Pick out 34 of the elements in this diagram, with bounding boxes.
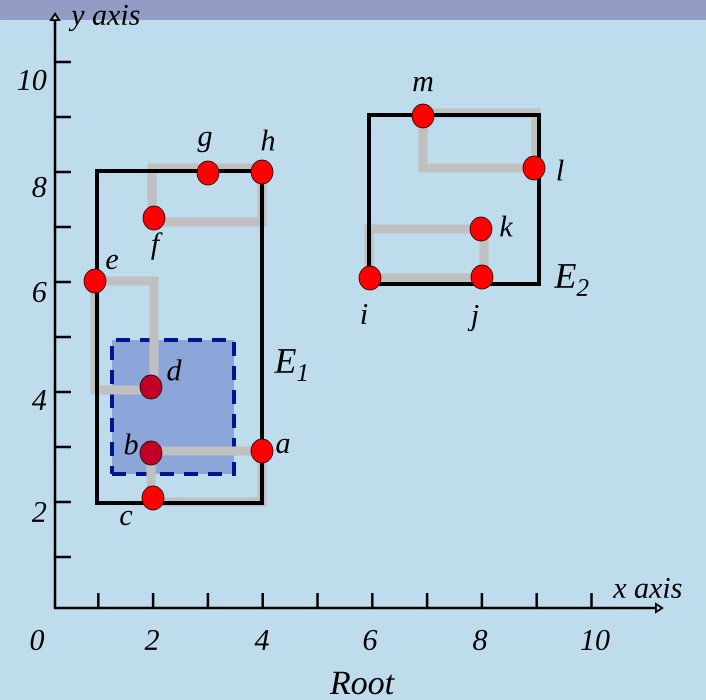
tick-label: 6 — [364, 630, 378, 650]
axis-label: y axis — [68, 4, 140, 32]
tick-label: 4 — [254, 630, 269, 650]
grouping-rectangle — [148, 164, 266, 226]
point-label: d — [167, 359, 182, 381]
rectangle-label: E$_{1}$ — [274, 349, 306, 381]
point-label: l — [557, 160, 564, 180]
point-label: j — [468, 304, 478, 332]
tick-label: 0 — [30, 630, 44, 650]
tick-label: 10 — [581, 630, 610, 650]
point-label: e — [106, 254, 118, 270]
grouping-rectangle — [90, 276, 158, 394]
grouping-rectangle — [418, 108, 540, 172]
point-label: k — [500, 216, 514, 236]
tick-label: 6 — [33, 282, 47, 302]
point-label: c — [120, 510, 132, 526]
rectangle-label: E$_{2}$ — [554, 264, 588, 296]
grouping-rectangle — [146, 446, 266, 506]
point-label: h — [262, 130, 274, 150]
point-label: b — [124, 433, 138, 455]
point-label: m — [413, 76, 433, 92]
tick-label: 10 — [18, 70, 46, 90]
grouping-rectangle — [364, 224, 488, 282]
point-label: f — [151, 232, 163, 260]
tick-label: 4 — [32, 390, 46, 410]
axis-label: x axis — [612, 578, 682, 598]
point-label: i — [362, 304, 368, 324]
tick-label: 8 — [473, 630, 488, 650]
point-label: a — [276, 438, 290, 454]
caption-text: Root — [330, 672, 395, 694]
tick-label: 2 — [32, 502, 46, 522]
tick-label: 2 — [144, 630, 159, 650]
point-label: g — [198, 132, 212, 152]
tick-label: 8 — [32, 176, 46, 198]
